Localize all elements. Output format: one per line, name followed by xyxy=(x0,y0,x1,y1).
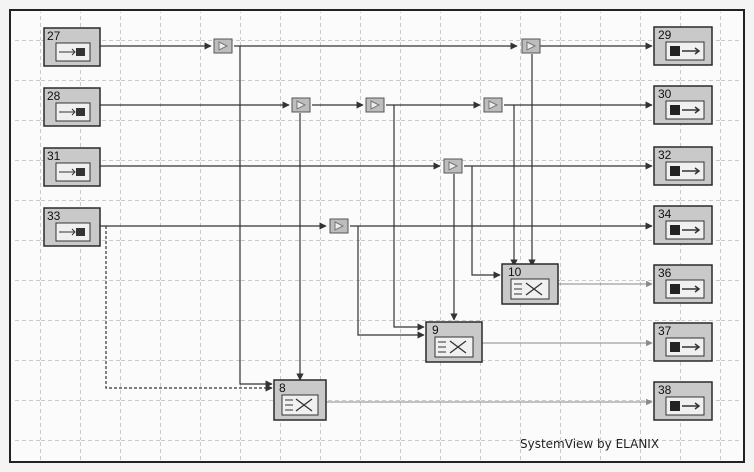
token-label: 9 xyxy=(432,323,439,337)
sink-token-29[interactable]: 29 xyxy=(653,26,713,66)
token-label: 29 xyxy=(658,28,672,42)
sink-token-34[interactable]: 34 xyxy=(653,205,713,245)
junction-node-icon[interactable] xyxy=(213,38,233,54)
token-label: 37 xyxy=(658,324,672,338)
token-label: 31 xyxy=(47,149,61,163)
junction-node-icon[interactable] xyxy=(443,158,463,174)
summer-token-9[interactable]: 9 xyxy=(425,321,483,363)
sink-token-32[interactable]: 32 xyxy=(653,146,713,186)
junction-nodes xyxy=(213,38,541,234)
sink-token-icon xyxy=(665,337,705,357)
summer-token-icon xyxy=(434,336,474,358)
source-token-27[interactable]: 27 xyxy=(43,27,101,67)
token-label: 28 xyxy=(47,89,61,103)
sink-token-icon xyxy=(665,396,705,416)
source-token-28[interactable]: 28 xyxy=(43,87,101,127)
junction-node-icon[interactable] xyxy=(521,38,541,54)
wire-n1-to-8 xyxy=(239,46,273,388)
source-token-33[interactable]: 33 xyxy=(43,207,101,247)
canvas-grid xyxy=(12,12,742,460)
sink-token-icon xyxy=(665,220,705,240)
token-label: 38 xyxy=(658,383,672,397)
token-label: 8 xyxy=(279,381,286,395)
junction-node-icon[interactable] xyxy=(329,218,349,234)
wires-layer xyxy=(100,42,653,392)
sink-token-icon xyxy=(665,161,705,181)
sink-token-icon xyxy=(665,279,705,299)
source-token-icon xyxy=(55,222,91,242)
sink-token-30[interactable]: 30 xyxy=(653,85,713,125)
summer-token-8[interactable]: 8 xyxy=(273,379,327,421)
token-label: 36 xyxy=(658,266,672,280)
sink-token-37[interactable]: 37 xyxy=(653,322,713,362)
junction-node-icon[interactable] xyxy=(483,97,503,113)
wire-33-to-8 xyxy=(105,226,273,392)
source-token-icon xyxy=(55,102,91,122)
sink-token-icon xyxy=(665,100,705,120)
summer-token-icon xyxy=(510,278,550,300)
wire-n7-to-9 xyxy=(357,226,425,339)
token-label: 30 xyxy=(658,87,672,101)
token-label: 33 xyxy=(47,209,61,223)
source-token-icon xyxy=(55,162,91,182)
wire-n6-to-10 xyxy=(471,166,501,279)
summer-token-10[interactable]: 10 xyxy=(501,263,559,305)
output-wires-layer xyxy=(326,280,653,406)
sink-token-38[interactable]: 38 xyxy=(653,381,713,421)
token-label: 27 xyxy=(47,29,61,43)
token-label: 32 xyxy=(658,148,672,162)
summer-token-icon xyxy=(281,394,319,416)
sink-token-36[interactable]: 36 xyxy=(653,264,713,304)
sink-token-icon xyxy=(665,41,705,61)
source-token-31[interactable]: 31 xyxy=(43,147,101,187)
source-token-icon xyxy=(55,42,91,62)
junction-node-icon[interactable] xyxy=(365,97,385,113)
junction-node-icon[interactable] xyxy=(291,97,311,113)
wire-n4-to-9 xyxy=(393,105,425,331)
token-label: 10 xyxy=(508,265,522,279)
token-label: 34 xyxy=(658,207,672,221)
watermark-text: SystemView by ELANIX xyxy=(520,437,659,451)
